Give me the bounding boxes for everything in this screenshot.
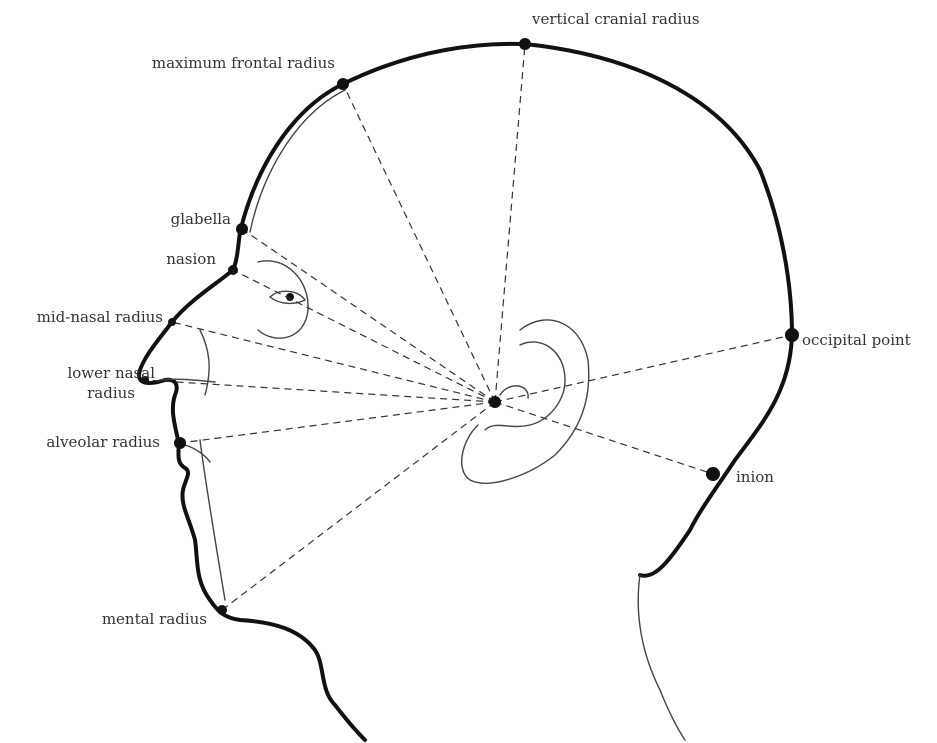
label-occipital: occipital point bbox=[802, 331, 911, 349]
point-nasion bbox=[228, 265, 238, 275]
radius-alveolar bbox=[180, 402, 495, 443]
radius-mid-nasal bbox=[172, 322, 495, 402]
face-outline bbox=[139, 232, 365, 740]
point-inion bbox=[706, 467, 720, 481]
point-mid-nasal bbox=[168, 318, 176, 326]
jaw-inner-line bbox=[200, 440, 225, 600]
radius-inion bbox=[495, 402, 713, 474]
radius-nasion bbox=[233, 270, 495, 402]
label-mid-nasal: mid-nasal radius bbox=[37, 308, 163, 326]
label-maximum-frontal: maximum frontal radius bbox=[152, 54, 335, 72]
point-mental bbox=[217, 605, 227, 615]
label-alveolar: alveolar radius bbox=[46, 433, 160, 451]
label-lower-nasal-line2: radius bbox=[87, 384, 135, 402]
labels: vertical cranial radius maximum frontal … bbox=[37, 10, 911, 628]
radius-maximum-frontal bbox=[343, 84, 495, 402]
radius-vertical-cranial bbox=[495, 44, 525, 402]
ear-canal bbox=[500, 386, 528, 398]
radii bbox=[145, 44, 792, 610]
point-ear-center bbox=[489, 396, 501, 408]
label-glabella: glabella bbox=[171, 210, 231, 228]
landmark-points bbox=[141, 38, 799, 615]
label-mental: mental radius bbox=[102, 610, 207, 628]
radius-glabella bbox=[242, 229, 495, 402]
point-glabella bbox=[236, 223, 248, 235]
mouth-corner bbox=[185, 445, 210, 462]
radius-mental bbox=[222, 402, 495, 610]
ear-inner bbox=[485, 342, 565, 430]
facial-features bbox=[160, 261, 308, 462]
point-maximum-frontal bbox=[337, 78, 349, 90]
eye-socket bbox=[258, 261, 308, 338]
label-nasion: nasion bbox=[166, 250, 216, 268]
point-vertical-cranial bbox=[519, 38, 531, 50]
label-lower-nasal-line1: lower nasal bbox=[67, 364, 155, 382]
forehead-inner-line bbox=[250, 90, 345, 232]
label-vertical-cranial: vertical cranial radius bbox=[531, 10, 700, 28]
radius-lower-nasal bbox=[145, 380, 495, 402]
neck-back-line bbox=[638, 575, 685, 740]
nose-side bbox=[200, 330, 209, 395]
skull-outline bbox=[240, 44, 792, 576]
radius-occipital bbox=[495, 335, 792, 402]
head-outline bbox=[139, 44, 792, 740]
point-occipital bbox=[785, 328, 799, 342]
label-inion: inion bbox=[736, 468, 774, 486]
point-alveolar bbox=[174, 437, 186, 449]
